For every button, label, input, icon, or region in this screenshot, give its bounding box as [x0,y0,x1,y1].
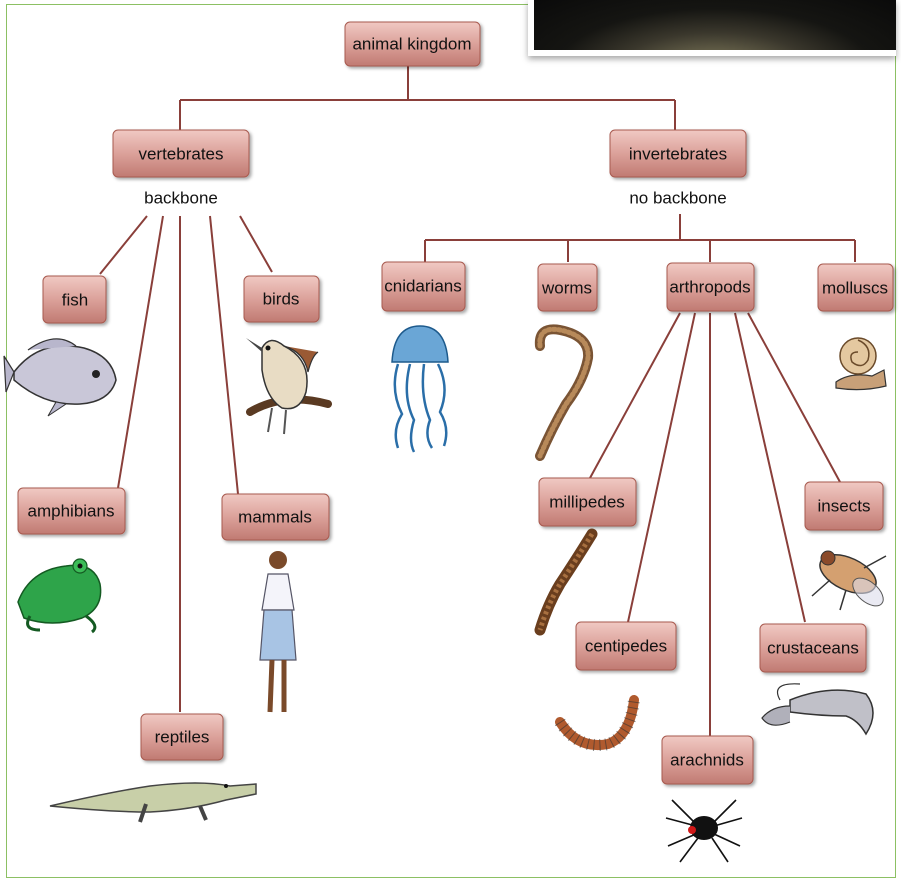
node-amphibians-label: amphibians [28,502,115,521]
node-centipedes-label: centipedes [585,637,667,656]
human-illustration [259,551,297,713]
node-vertebrates: vertebrates [112,129,250,178]
shrimp-illustration [761,683,874,736]
connector-lines [99,66,856,736]
node-amphibians: amphibians [17,487,126,535]
node-animal-kingdom-label: animal kingdom [352,35,471,54]
photo-inset-image [534,0,896,50]
node-mammals: mammals [221,493,330,541]
fly-illustration [811,550,887,611]
node-reptiles-label: reptiles [155,728,210,747]
vertebrates-note: backbone [144,189,218,208]
node-molluscs-label: molluscs [822,279,888,298]
snail-illustration [835,337,887,391]
node-mammals-label: mammals [238,508,312,527]
node-cnidarians-label: cnidarians [384,277,462,296]
node-invertebrates-label: invertebrates [629,145,727,164]
frog-illustration [17,558,102,634]
node-millipedes-label: millipedes [549,493,625,512]
node-cnidarians: cnidarians [381,261,466,312]
node-worms-label: worms [541,279,592,298]
spider-illustration [665,799,743,863]
node-molluscs: molluscs [817,263,894,312]
node-animal-kingdom: animal kingdom [344,21,481,67]
jellyfish-illustration [391,325,449,453]
node-fish: fish [42,275,107,324]
node-fish-label: fish [62,291,88,310]
node-millipedes: millipedes [538,477,637,527]
fish-illustration [3,338,117,417]
bird-illustration [246,338,332,435]
node-vertebrates-label: vertebrates [138,145,223,164]
worm-illustration [534,324,594,461]
invertebrates-note: no backbone [629,189,726,208]
node-arachnids-label: arachnids [670,751,744,770]
centipede-illustration [554,695,640,751]
node-reptiles: reptiles [140,713,224,761]
node-crustaceans: crustaceans [759,623,867,673]
node-crustaceans-label: crustaceans [767,639,859,658]
node-arthropods-label: arthropods [669,278,750,297]
node-arthropods: arthropods [666,262,755,312]
node-centipedes: centipedes [575,621,677,671]
photo-inset [528,0,896,56]
node-invertebrates: invertebrates [609,129,747,178]
node-birds: birds [243,275,320,323]
diagram-frame [6,4,896,878]
node-worms: worms [537,263,598,312]
crocodile-illustration [49,782,257,823]
millipede-illustration [534,528,598,636]
node-arachnids: arachnids [661,735,754,785]
node-insects-label: insects [818,497,871,516]
node-birds-label: birds [263,290,300,309]
node-insects: insects [804,481,884,531]
